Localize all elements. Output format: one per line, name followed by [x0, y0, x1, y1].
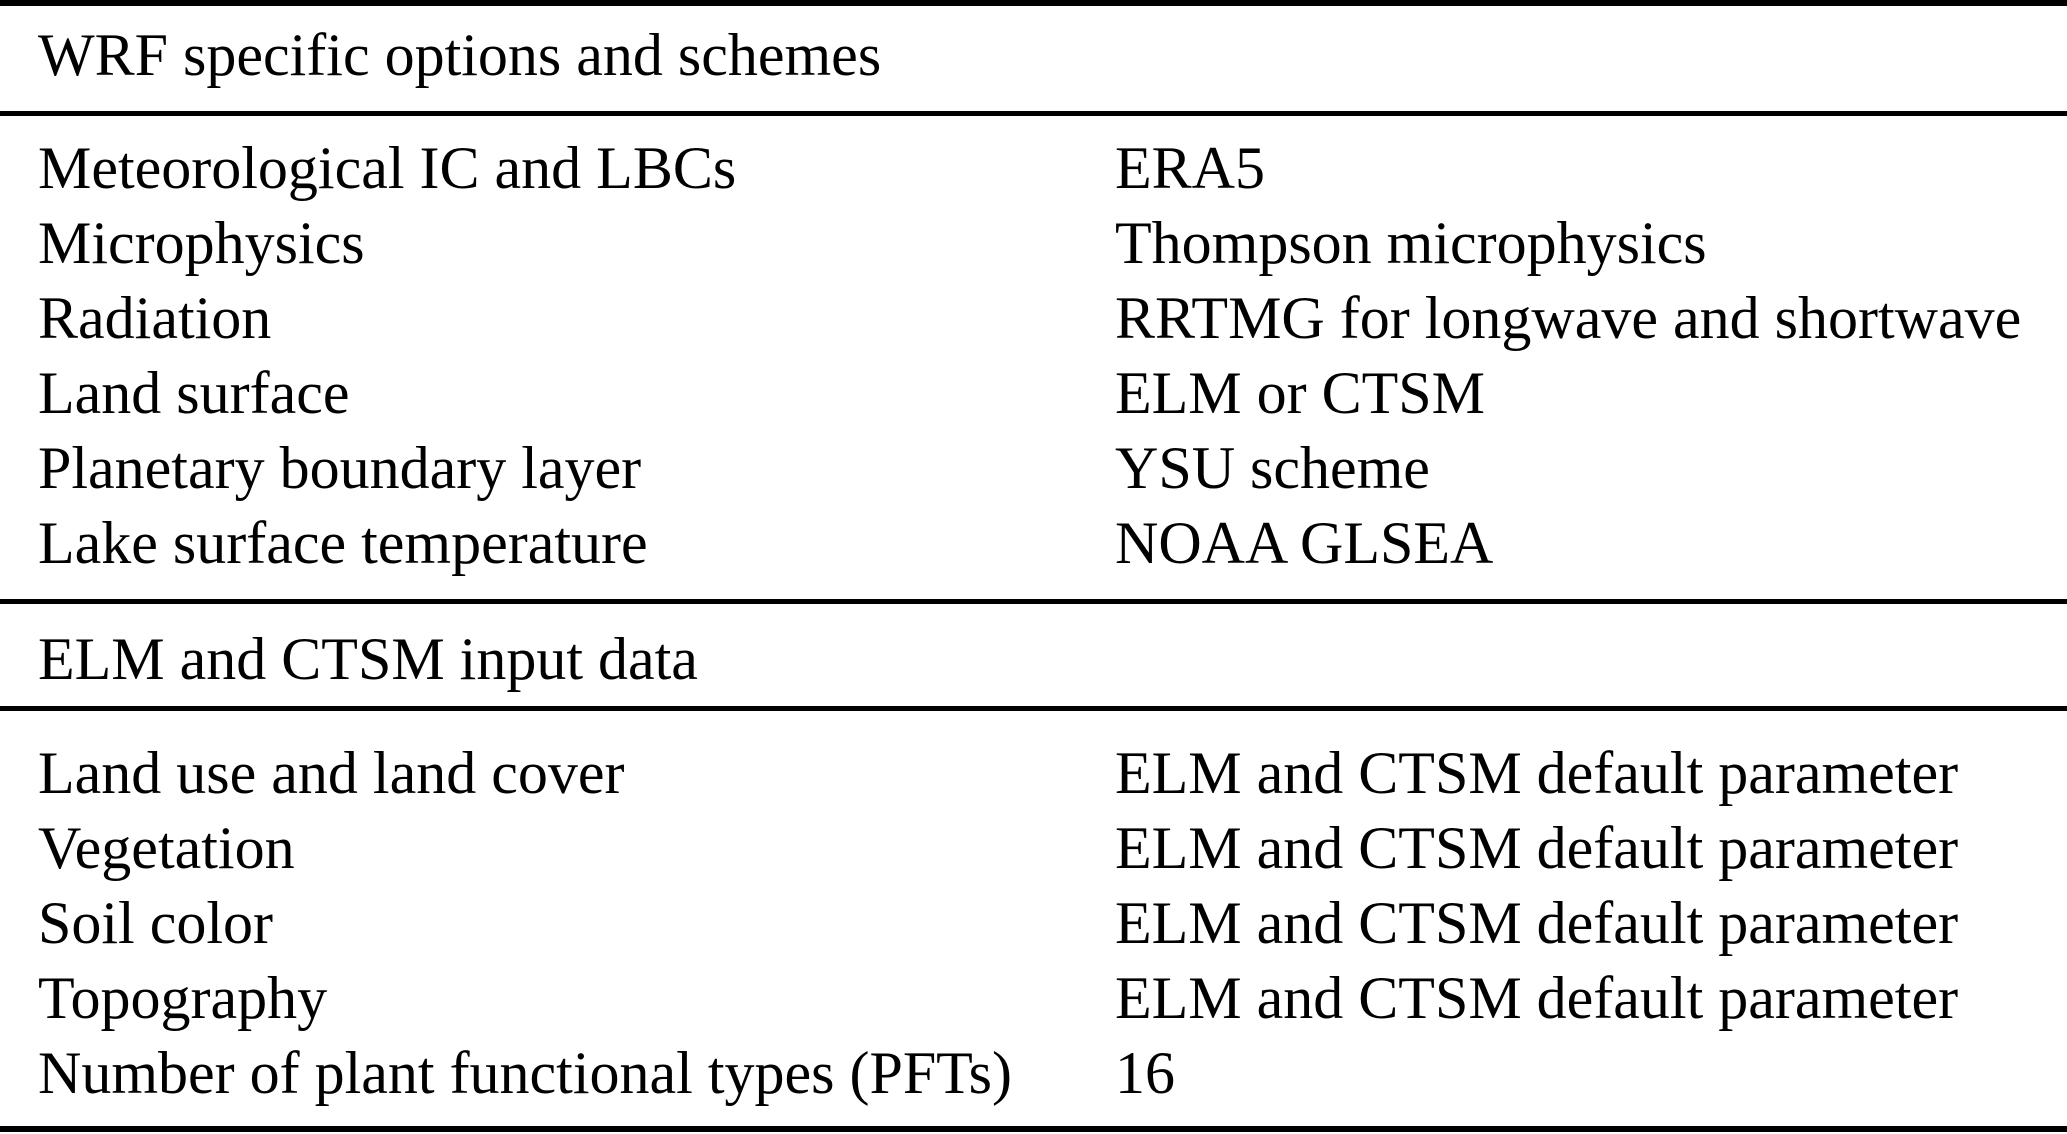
table-row: Lake surface temperature NOAA GLSEA: [0, 506, 2067, 581]
table-row: Radiation RRTMG for longwave and shortwa…: [0, 281, 2067, 356]
table-row: Land use and land cover ELM and CTSM def…: [0, 736, 2067, 811]
row-label: Land use and land cover: [38, 740, 625, 806]
row-label: Microphysics: [38, 210, 365, 276]
table-rule: [0, 599, 2067, 604]
row-value: ELM or CTSM: [1115, 360, 1486, 426]
table-row: Soil color ELM and CTSM default paramete…: [0, 886, 2067, 961]
row-value: YSU scheme: [1115, 435, 1430, 501]
table-bottom-rule: [0, 1126, 2067, 1132]
row-value: 16: [1115, 1040, 1175, 1106]
row-label: Meteorological IC and LBCs: [38, 135, 737, 201]
table-row: Microphysics Thompson microphysics: [0, 206, 2067, 281]
row-value: ERA5: [1115, 135, 1265, 201]
row-label: Radiation: [38, 285, 272, 351]
row-label: Topography: [38, 965, 328, 1031]
table-row: Topography ELM and CTSM default paramete…: [0, 961, 2067, 1036]
section-header-wrf-options: WRF specific options and schemes: [38, 22, 882, 88]
table-row: Meteorological IC and LBCs ERA5: [0, 131, 2067, 206]
row-value: ELM and CTSM default parameter: [1115, 815, 1959, 881]
row-label: Soil color: [38, 890, 273, 956]
row-label: Lake surface temperature: [38, 510, 648, 576]
table-top-rule: [0, 0, 2067, 6]
row-label: Planetary boundary layer: [38, 435, 642, 501]
table-rule: [0, 706, 2067, 711]
row-label: Land surface: [38, 360, 350, 426]
row-value: ELM and CTSM default parameter: [1115, 965, 1959, 1031]
row-value: ELM and CTSM default parameter: [1115, 890, 1959, 956]
row-label: Vegetation: [38, 815, 295, 881]
table-row: Vegetation ELM and CTSM default paramete…: [0, 811, 2067, 886]
table-row: Land surface ELM or CTSM: [0, 356, 2067, 431]
table-row: Planetary boundary layer YSU scheme: [0, 431, 2067, 506]
table-row: Number of plant functional types (PFTs) …: [0, 1036, 2067, 1111]
row-value: RRTMG for longwave and shortwave: [1115, 285, 2022, 351]
row-value: Thompson microphysics: [1115, 210, 1707, 276]
row-value: ELM and CTSM default parameter: [1115, 740, 1959, 806]
section-header-elm-ctsm-input: ELM and CTSM input data: [38, 626, 698, 692]
row-value: NOAA GLSEA: [1115, 510, 1494, 576]
table-rule: [0, 111, 2067, 116]
section-elm-ctsm-rows: Land use and land cover ELM and CTSM def…: [0, 711, 2067, 1126]
section-wrf-rows: Meteorological IC and LBCs ERA5 Microphy…: [0, 116, 2067, 599]
row-label: Number of plant functional types (PFTs): [38, 1040, 1012, 1106]
